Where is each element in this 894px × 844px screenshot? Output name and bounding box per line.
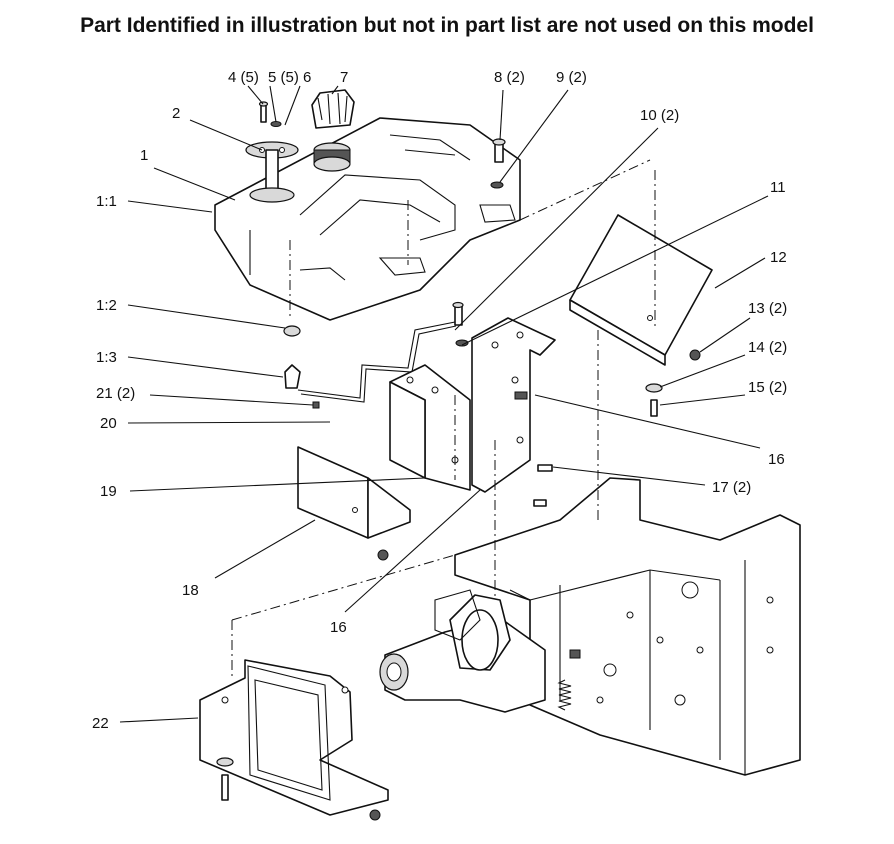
fuel-cap bbox=[311, 89, 355, 172]
callout-17: 17 (2) bbox=[712, 479, 751, 496]
fuel-tank bbox=[214, 117, 521, 321]
callout-20: 20 bbox=[100, 415, 117, 432]
callout-16-right: 16 bbox=[768, 451, 785, 468]
diagram-title: Part Identified in illustration but not … bbox=[80, 14, 814, 37]
callout-13: 13 (2) bbox=[748, 300, 787, 317]
callout-19: 19 bbox=[100, 483, 117, 500]
shield-hardware bbox=[645, 349, 701, 417]
shield-nut bbox=[377, 549, 389, 561]
transmission bbox=[379, 589, 546, 713]
callout-labels: 1 1:1 1:2 1:3 2 4 (5) 5 (5) 6 7 8 (2) 9 … bbox=[92, 69, 787, 732]
callout-2: 2 bbox=[172, 105, 180, 122]
callout-5: 5 (5) bbox=[268, 69, 299, 86]
callout-12: 12 bbox=[770, 249, 787, 266]
callout-8: 8 (2) bbox=[494, 69, 525, 86]
callout-7: 7 bbox=[340, 69, 348, 86]
callout-21: 21 (2) bbox=[96, 385, 135, 402]
sender-screw bbox=[258, 101, 282, 127]
side-shield bbox=[569, 214, 713, 366]
center-bracket bbox=[389, 364, 471, 491]
frame-bolt bbox=[533, 464, 553, 507]
fuel-line bbox=[283, 321, 457, 409]
spring bbox=[557, 679, 572, 711]
assembly-lines bbox=[231, 159, 656, 680]
callout-1-1: 1:1 bbox=[96, 193, 117, 210]
cover-panel bbox=[199, 659, 389, 816]
fuel-sender bbox=[245, 141, 299, 203]
callout-9: 9 (2) bbox=[556, 69, 587, 86]
callout-22: 22 bbox=[92, 715, 109, 732]
callout-16-left: 16 bbox=[330, 619, 347, 636]
callout-4: 4 (5) bbox=[228, 69, 259, 86]
callout-11: 11 bbox=[770, 179, 786, 196]
bracket-bolt bbox=[452, 301, 469, 347]
callout-1: 1 bbox=[140, 147, 148, 164]
callout-15: 15 (2) bbox=[748, 379, 787, 396]
callout-1-2: 1:2 bbox=[96, 297, 117, 314]
callout-6: 6 bbox=[303, 69, 311, 86]
cover-bolt bbox=[216, 757, 381, 821]
callout-14: 14 (2) bbox=[748, 339, 787, 356]
callout-18: 18 bbox=[182, 582, 199, 599]
heat-shield bbox=[297, 446, 411, 539]
tank-bolt bbox=[490, 138, 506, 189]
support-plate bbox=[471, 317, 556, 493]
callout-1-3: 1:3 bbox=[96, 349, 117, 366]
leader-lines bbox=[119, 85, 769, 723]
callout-10: 10 (2) bbox=[640, 107, 679, 124]
